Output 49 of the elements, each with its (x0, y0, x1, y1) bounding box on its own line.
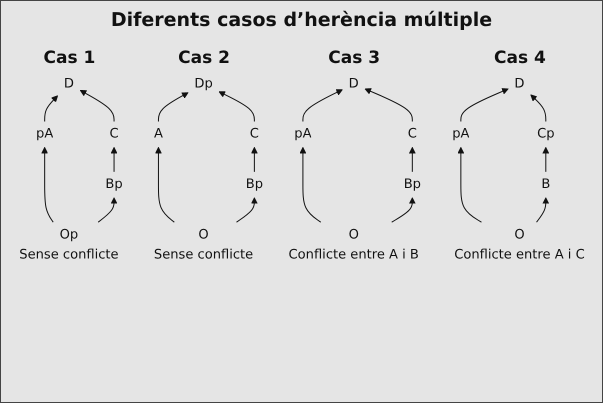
node-text: D (63, 76, 74, 92)
node-text: O (348, 226, 358, 242)
node-label: Sense conflicte (153, 246, 253, 262)
node-text: pA (36, 126, 53, 142)
node-label: Conflicte entre A i C (454, 246, 584, 262)
node-text: Op (59, 226, 78, 242)
arrow (157, 92, 188, 122)
case-heading: Cas 3 (328, 48, 380, 68)
node-text: C (407, 126, 416, 142)
arrow (408, 146, 416, 172)
arrow (79, 90, 114, 122)
arrow (302, 89, 342, 122)
case-heading: Cas 2 (178, 48, 230, 68)
arrow (110, 146, 117, 172)
case-heading: Cas 1 (44, 48, 96, 68)
arrow (460, 88, 508, 122)
node-label: Conflicte entre A i B (288, 246, 418, 262)
node-text: A (153, 126, 162, 142)
arrow (250, 146, 258, 172)
node-text: pA (294, 126, 312, 142)
arrow (456, 146, 482, 223)
arrow (364, 88, 412, 122)
arrow (542, 146, 549, 172)
diagram-title: Diferents casos d’herència múltiple (110, 9, 492, 31)
node-text: Bp (245, 176, 263, 192)
node-text: C (249, 126, 258, 142)
node-text: pA (452, 126, 469, 142)
arrow (44, 95, 58, 122)
node-text: D (348, 76, 358, 92)
arrow (530, 94, 546, 122)
node-text: Bp (104, 176, 122, 192)
arrow (390, 197, 416, 223)
arrow (40, 146, 54, 223)
node-text: Cp (536, 126, 554, 142)
node-text: O (198, 226, 208, 242)
node-text: D (514, 76, 524, 92)
node-text: B (540, 176, 550, 192)
node-text: Dp (194, 76, 212, 92)
arrow (218, 91, 254, 122)
node-text: Bp (403, 176, 420, 192)
arrow (154, 146, 174, 223)
node-text: O (514, 226, 524, 242)
arrow (299, 146, 321, 223)
case-heading: Cas 4 (494, 48, 546, 68)
arrow (536, 197, 549, 223)
arrow (236, 197, 258, 223)
node-label: Sense conflicte (18, 246, 118, 262)
node-text: C (108, 126, 118, 142)
arrow (97, 197, 117, 223)
